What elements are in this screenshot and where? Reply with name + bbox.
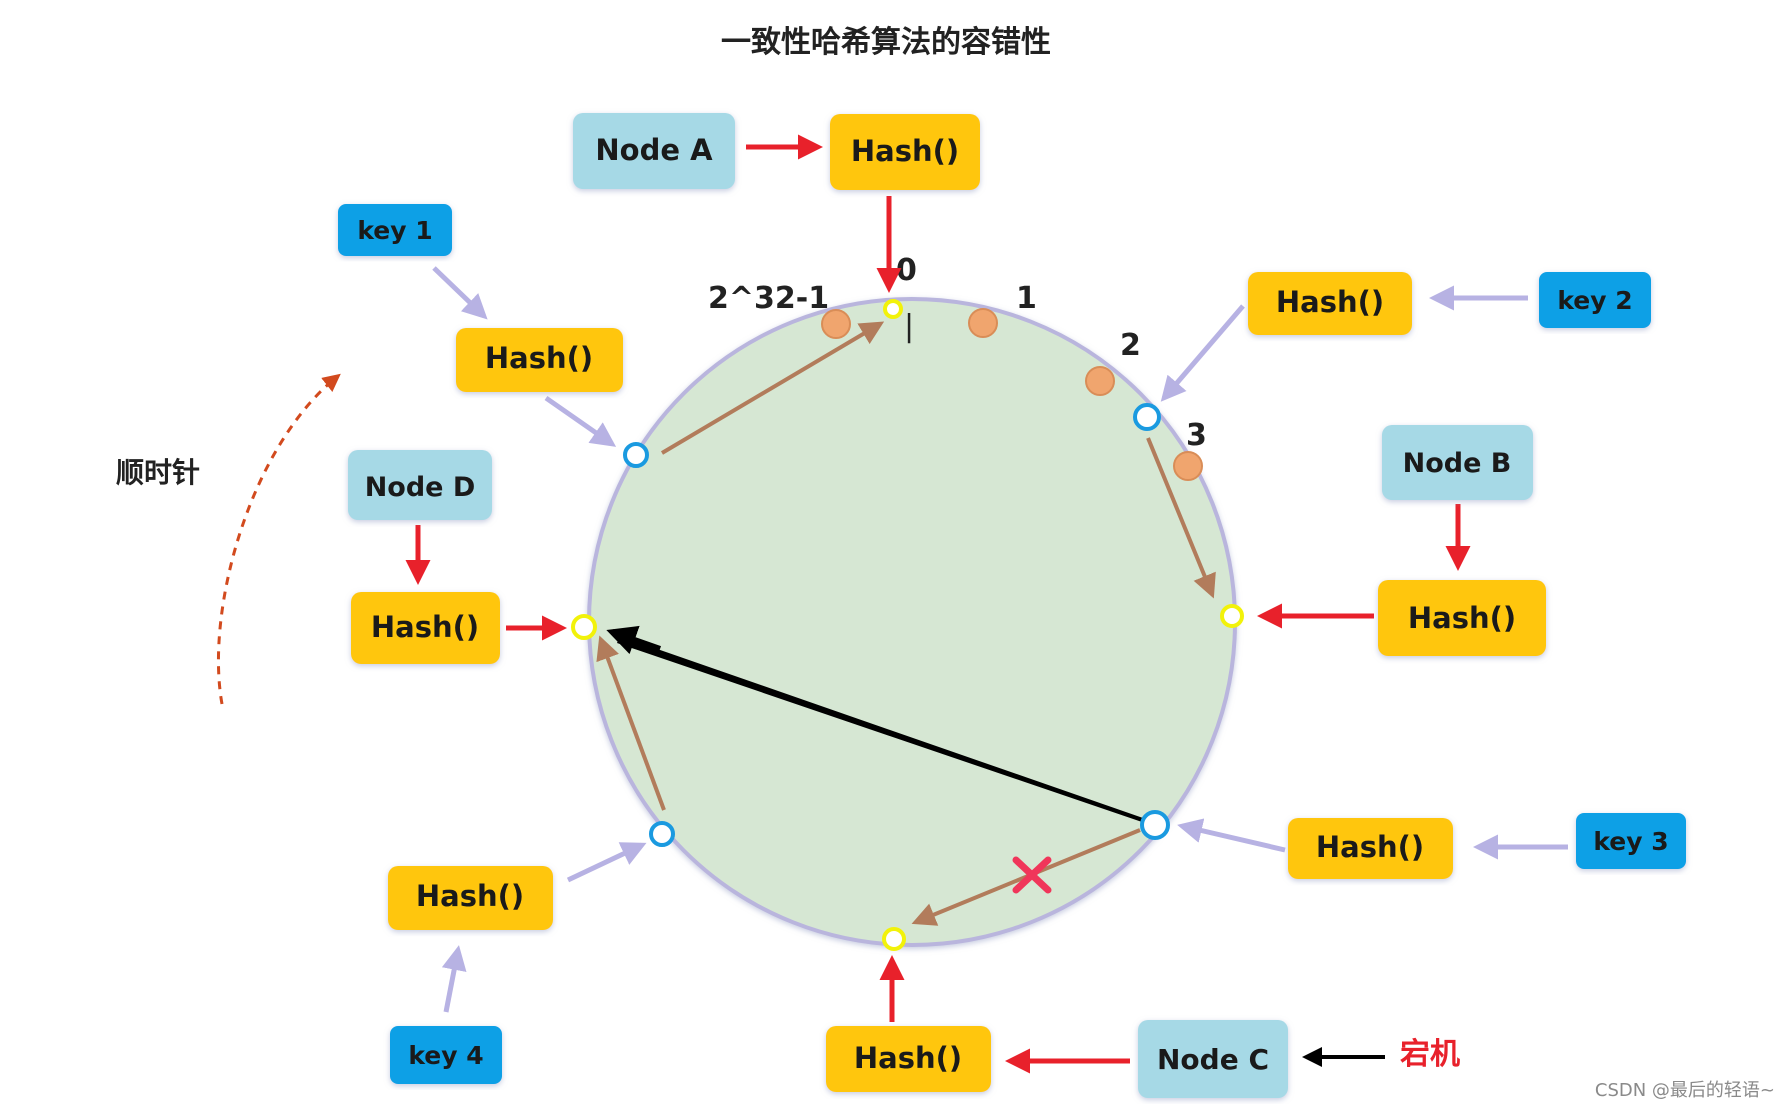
node-c-point bbox=[882, 927, 906, 951]
node-d-hash-label: Hash() bbox=[371, 610, 479, 644]
diagram-title: 一致性哈希算法的容错性 bbox=[721, 25, 1051, 60]
key-3-label: key 3 bbox=[1593, 827, 1668, 856]
key-4-hash-arrow bbox=[566, 842, 647, 883]
node-c-label: Node C bbox=[1157, 1043, 1269, 1076]
watermark: CSDN @最后的轻语~ bbox=[1595, 1080, 1775, 1101]
node-c-hash-box bbox=[826, 1026, 991, 1092]
ring-arrow-key4-to-node-d bbox=[596, 635, 666, 811]
key-2-hash-label: Hash() bbox=[1276, 285, 1384, 319]
node-c-failure-label: 宕机 bbox=[1400, 1037, 1460, 1072]
node-b-hash-box bbox=[1378, 580, 1546, 656]
key-1-box bbox=[338, 204, 452, 256]
key-2-hash-arrow bbox=[1160, 304, 1245, 402]
node-b-box bbox=[1382, 425, 1533, 500]
key-1-label: key 1 bbox=[357, 216, 432, 245]
node-a-box bbox=[573, 113, 735, 189]
ring-arrow-key2-to-node-b bbox=[1146, 437, 1216, 599]
node-c-hash-label: Hash() bbox=[854, 1041, 962, 1075]
ring-origin-cursor: | bbox=[904, 309, 914, 344]
key-3-hash-label: Hash() bbox=[1316, 830, 1424, 864]
virtual-point bbox=[821, 309, 851, 339]
reroute-arrow-head bbox=[606, 625, 662, 655]
node-d-hash-box bbox=[351, 592, 500, 664]
key-3-box bbox=[1576, 813, 1686, 869]
key-1-arrow bbox=[432, 266, 488, 320]
failure-x-icon bbox=[1012, 856, 1052, 894]
key-3-point bbox=[1140, 810, 1170, 840]
key-2-label: key 2 bbox=[1557, 286, 1632, 315]
ring-arrow-key1-to-node-a bbox=[660, 321, 885, 455]
key-1-hash-box bbox=[456, 328, 623, 392]
key-4-hash-label: Hash() bbox=[416, 879, 524, 913]
virtual-point bbox=[1085, 366, 1115, 396]
key-2-point bbox=[1133, 403, 1161, 431]
node-d-label: Node D bbox=[365, 472, 476, 503]
key-3-hash-arrow bbox=[1177, 818, 1286, 853]
key-2-hash-box bbox=[1248, 272, 1412, 335]
key-1-hash-label: Hash() bbox=[485, 341, 593, 375]
ring-marker-max: 2^32-1 bbox=[708, 281, 829, 316]
ring-marker-three: 3 bbox=[1186, 418, 1207, 453]
reroute-arrow-key3-to-node-d bbox=[617, 636, 1143, 822]
node-b-point bbox=[1220, 604, 1244, 628]
node-b-label: Node B bbox=[1403, 448, 1512, 479]
key-4-point bbox=[649, 821, 675, 847]
node-b-hash-label: Hash() bbox=[1408, 601, 1516, 635]
clockwise-arrow-icon bbox=[216, 373, 341, 705]
key-4-box bbox=[390, 1026, 502, 1084]
clockwise-label: 顺时针 bbox=[116, 456, 200, 489]
node-d-point bbox=[571, 614, 597, 640]
key-4-hash-box bbox=[388, 866, 553, 930]
ring-marker-two: 2 bbox=[1120, 328, 1141, 363]
ring-marker-one: 1 bbox=[1016, 281, 1037, 316]
node-d-box bbox=[348, 450, 492, 520]
ring-marker-zero: 0 bbox=[896, 253, 917, 288]
hash-ring bbox=[587, 297, 1237, 947]
key-4-arrow bbox=[441, 945, 467, 1013]
virtual-point bbox=[1173, 451, 1203, 481]
key-2-box bbox=[1539, 272, 1651, 328]
key-3-hash-box bbox=[1288, 818, 1453, 879]
node-c-box bbox=[1138, 1020, 1288, 1098]
node-a-point bbox=[883, 299, 903, 319]
key-4-label: key 4 bbox=[408, 1041, 483, 1070]
node-a-hash-box bbox=[830, 114, 980, 190]
key-1-hash-arrow bbox=[544, 395, 617, 447]
node-a-label: Node A bbox=[595, 133, 713, 167]
node-a-hash-label: Hash() bbox=[851, 134, 959, 168]
key-1-point bbox=[623, 442, 649, 468]
virtual-point bbox=[968, 308, 998, 338]
